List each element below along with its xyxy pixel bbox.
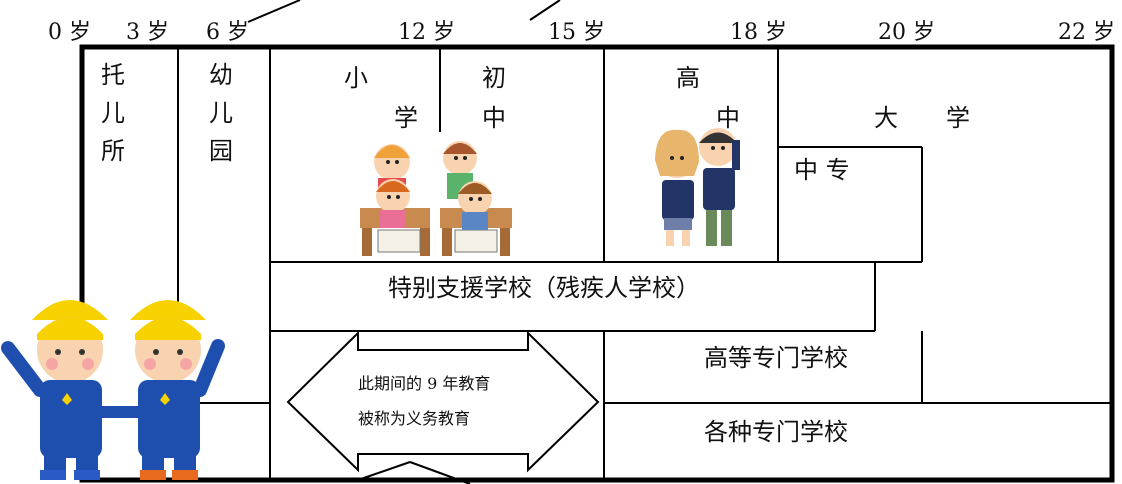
age-label-3: 3 岁 [126, 20, 169, 45]
technical-secondary-label: 中 专 [794, 156, 850, 184]
classroom-students-icon [360, 141, 512, 256]
age-label-18: 18 岁 [730, 20, 787, 45]
junior-high-label-1: 初 [482, 64, 506, 92]
age-label-22: 22 岁 [1058, 20, 1115, 45]
age-label-15: 15 岁 [548, 20, 605, 45]
senior-high-label-1: 高 [676, 64, 700, 92]
age-label-20: 20 岁 [878, 20, 935, 45]
compulsory-note-line-2: 被称为义务教育 [358, 409, 471, 428]
nursery-label: 托 儿 所 [101, 61, 125, 165]
high-school-students-icon [655, 128, 740, 246]
compulsory-arrow [286, 330, 600, 473]
junior-high-label-2: 中 [482, 104, 506, 132]
special-school-label: 特别支援学校（残疾人学校） [388, 274, 700, 302]
elementary-label-1: 小 [344, 64, 368, 92]
age-label-0: 0 岁 [48, 20, 91, 45]
age-label-12: 12 岁 [398, 20, 455, 45]
senior-high-label-2: 中 [716, 104, 740, 132]
university-label: 大 学 [874, 104, 970, 132]
kindergarten-kids-icon [1, 300, 225, 480]
college-of-technology-label: 高等专门学校 [704, 344, 848, 372]
age-label-6: 6 岁 [206, 20, 249, 45]
elementary-label-2: 学 [394, 104, 418, 132]
kindergarten-label: 幼 儿 园 [209, 61, 233, 165]
vocational-school-label: 各种专门学校 [704, 418, 848, 446]
outer-frame [79, 44, 1115, 483]
compulsory-note-line-1: 此期间的 9 年教育 [358, 374, 491, 393]
